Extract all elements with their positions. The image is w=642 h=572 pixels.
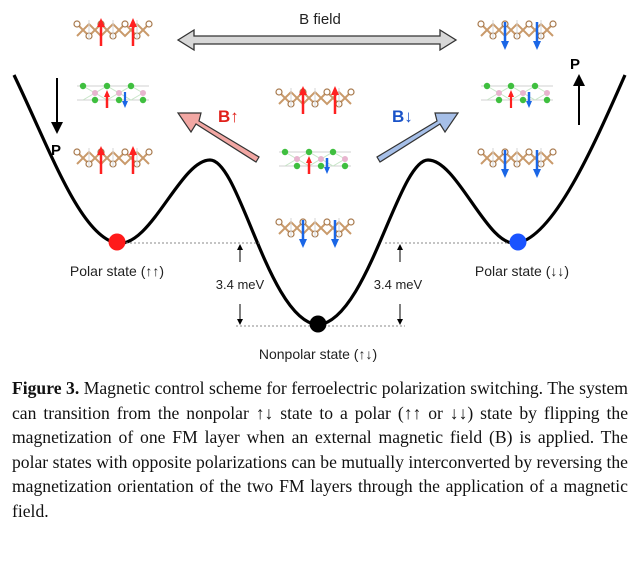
left-polarization-label: P — [51, 142, 61, 159]
right-barrier-label: 3.4 meV — [374, 277, 423, 292]
caption-lead: Figure 3. — [12, 378, 80, 398]
left-barrier-label: 3.4 meV — [216, 277, 265, 292]
b-up-label: B↑ — [218, 107, 239, 126]
b-up-arrow — [176, 112, 260, 163]
b-field-label: B field — [299, 11, 341, 28]
center-crystal-structure — [275, 86, 355, 248]
figure-caption: Figure 3. Magnetic control scheme for fe… — [12, 376, 628, 523]
left-state-label: Polar state (↑↑) — [70, 263, 164, 279]
left-crystal-structure — [73, 18, 153, 174]
caption-text: Magnetic control scheme for ferroelectri… — [12, 378, 628, 521]
energy-curve — [12, 74, 627, 327]
center-nonpolar-ball — [309, 315, 327, 333]
b-field-double-arrow — [176, 28, 458, 52]
b-down-arrow — [376, 112, 460, 163]
left-polar-ball — [108, 233, 126, 251]
right-polarization-label: P — [570, 56, 580, 73]
center-state-label: Nonpolar state (↑↓) — [259, 346, 377, 362]
right-crystal-structure — [477, 19, 557, 178]
b-down-label: B↓ — [392, 107, 413, 126]
right-polar-ball — [509, 233, 527, 251]
figure-panel: 3.4 meV 3.4 meV Polar state (↑↑) Polar s… — [12, 11, 627, 362]
right-state-label: Polar state (↓↓) — [475, 263, 569, 279]
